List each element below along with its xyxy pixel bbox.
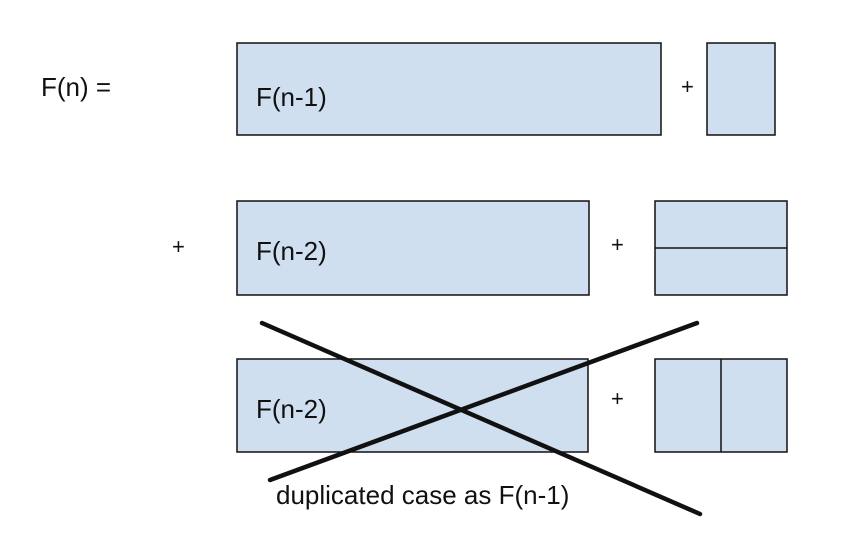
cross-line-1: [259, 320, 703, 517]
leading-plus-row2: +: [172, 234, 185, 259]
plus-row1: +: [681, 74, 694, 99]
plus-row3: +: [611, 386, 624, 411]
term-fn2-row2: F(n-2): [256, 236, 327, 266]
duplicate-note: duplicated case as F(n-1): [276, 480, 570, 510]
fn1-box-row1: [236, 42, 662, 136]
plus-row2: +: [611, 232, 624, 257]
term-fn1-row1: F(n-1): [256, 82, 327, 112]
fn2-box-row3: [236, 358, 589, 453]
cross-line-2: [267, 320, 700, 483]
fn2-box-row2: [236, 200, 590, 296]
term-fn2-row3: F(n-2): [256, 394, 327, 424]
equation-label: F(n) =: [41, 72, 112, 102]
vertical-domino-row1: [706, 42, 776, 136]
